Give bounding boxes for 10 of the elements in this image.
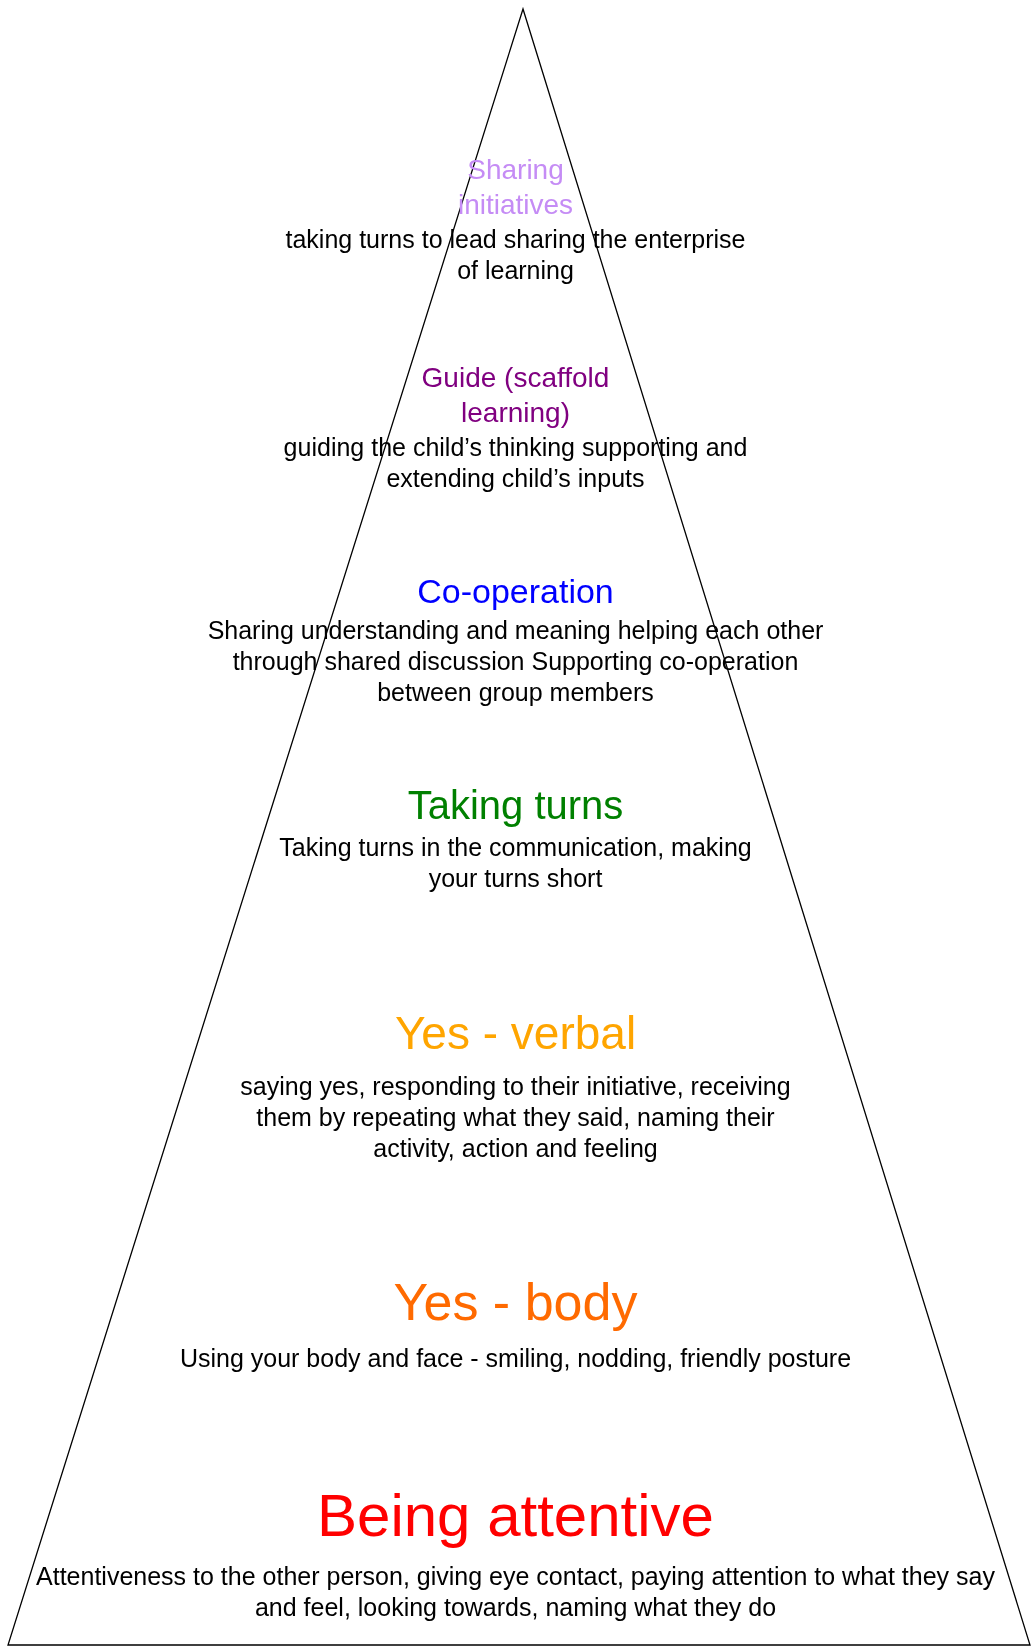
level-heading: Co-operation bbox=[417, 571, 614, 612]
level-heading: Being attentive bbox=[317, 1481, 714, 1551]
level-description: Taking turns in the communication, making your turns short bbox=[278, 832, 753, 895]
level-description: saying yes, responding to their initiative, receiving them by repeating what they said, naming their activity, action and feeling bbox=[239, 1070, 792, 1164]
level-heading: Taking turns bbox=[407, 782, 624, 829]
level-heading: Guide (scaffold learning) bbox=[420, 361, 611, 430]
level-heading: Yes - body bbox=[393, 1272, 638, 1333]
level-heading: Yes - verbal bbox=[394, 1006, 637, 1061]
level-description: Attentiveness to the other person, giving eye contact, paying attention to what they say and feel, looking towards, naming what they do bbox=[35, 1561, 996, 1624]
level-description: Using your body and face - smiling, nodding, friendly posture bbox=[179, 1343, 852, 1374]
